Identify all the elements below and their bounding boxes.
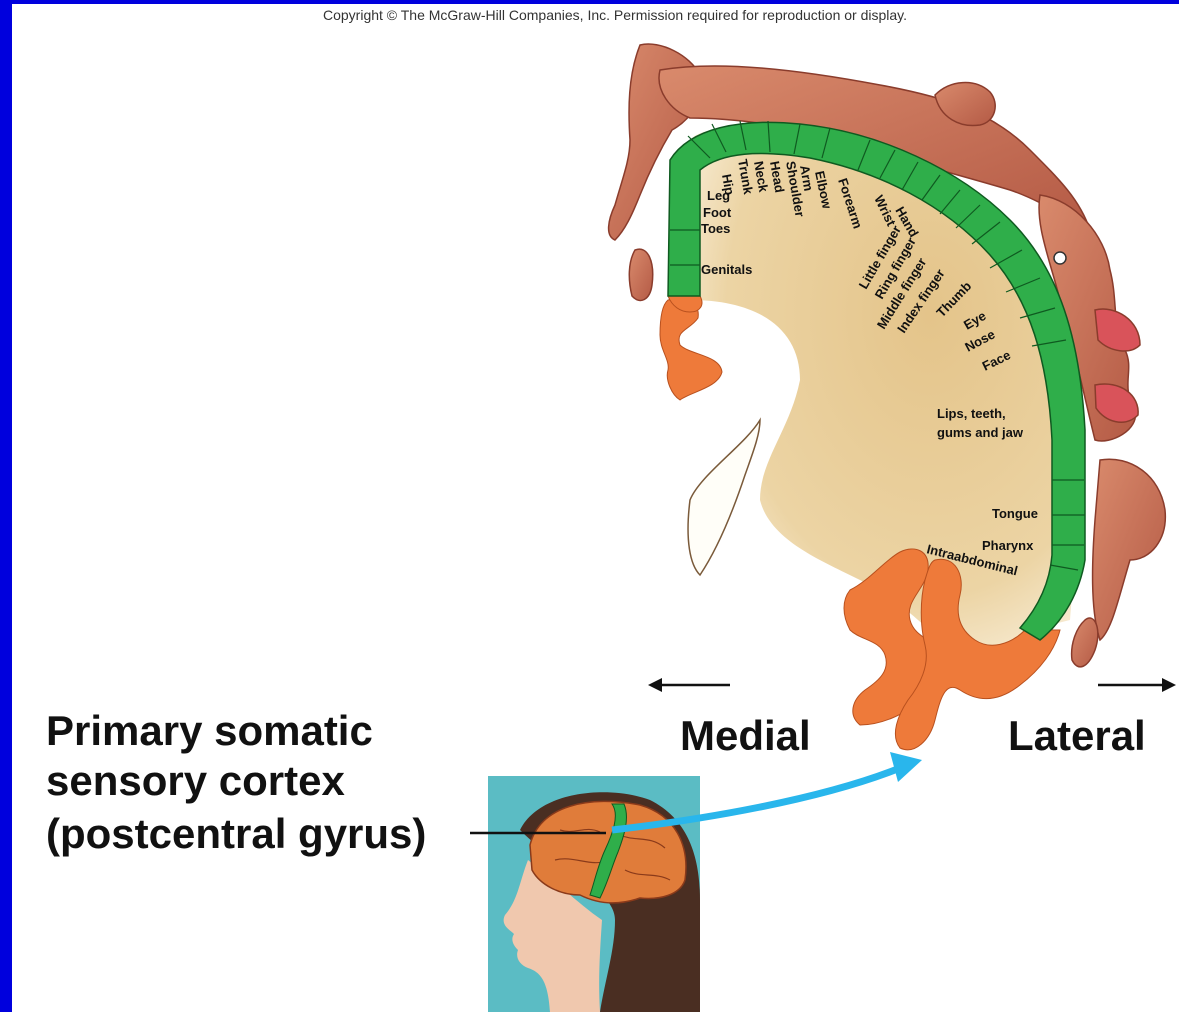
left-border-bar [0, 0, 12, 1012]
head-inset [488, 776, 700, 1012]
title-line-1: Primary somatic [46, 707, 373, 754]
lateral-label: Lateral [1008, 712, 1146, 759]
lateral-arrow [1098, 678, 1176, 692]
homunculus-eye-icon [1054, 252, 1066, 264]
label-foot: Foot [703, 205, 732, 220]
label-pharynx: Pharynx [982, 538, 1034, 553]
copyright-notice: Copyright © The McGraw-Hill Companies, I… [323, 7, 907, 23]
medial-gyrus [660, 299, 722, 400]
label-tongue: Tongue [992, 506, 1038, 521]
medial-label: Medial [680, 712, 811, 759]
medial-arrow [648, 678, 730, 692]
label-genitals: Genitals [701, 262, 752, 277]
label-lips-line1: Lips, teeth, [937, 406, 1006, 421]
label-lips-line2: gums and jaw [937, 425, 1024, 440]
top-border-bar [0, 0, 1179, 4]
label-toes: Toes [701, 221, 730, 236]
title-line-2: sensory cortex [46, 757, 345, 804]
label-leg: Leg [707, 188, 730, 203]
title-line-3: (postcentral gyrus) [46, 810, 426, 857]
ventricle-outline [688, 420, 760, 575]
